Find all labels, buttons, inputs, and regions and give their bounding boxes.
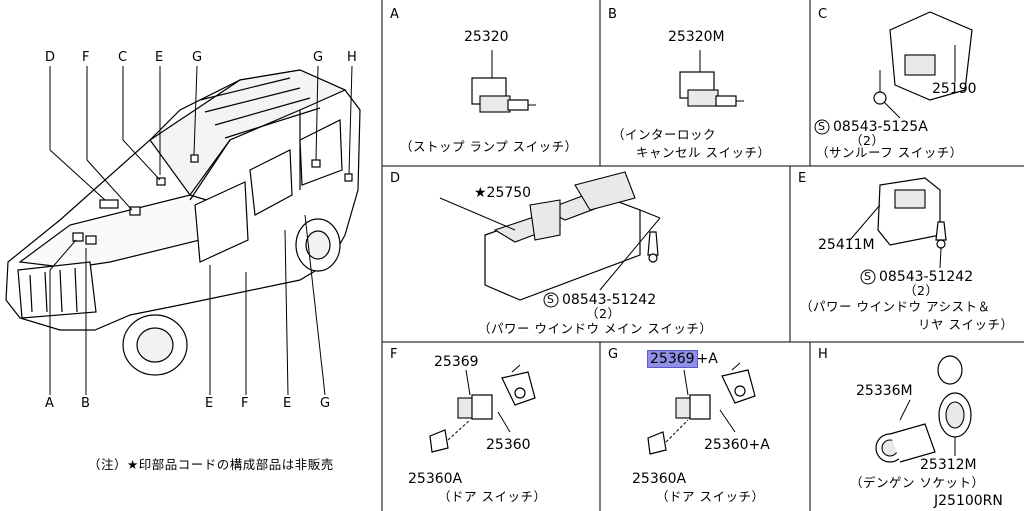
vehicle-callout-c: C	[118, 50, 128, 65]
vehicle-callout-e-bottom2: E	[283, 396, 292, 411]
panel-a-caption: （ストップ ランプ スイッチ）	[400, 139, 578, 154]
panel-d-part-number[interactable]: ★25750	[474, 185, 532, 201]
panel-e-caption-2: リヤ スイッチ）	[918, 317, 1014, 332]
bolt-symbols	[543, 119, 876, 308]
panel-g-highlighted-part[interactable]: 25369	[647, 350, 698, 368]
vehicle-callout-g: G	[192, 50, 203, 65]
panel-f-door-switch	[429, 364, 536, 453]
panel-f-part-number-3[interactable]: 25360A	[408, 471, 463, 487]
panel-e-caption-1: （パワー ウインドウ アシスト＆	[800, 299, 991, 314]
panel-f-part-number-2[interactable]: 25360	[486, 437, 531, 453]
vehicle-callout-g2: G	[313, 50, 324, 65]
panel-e-letter: E	[798, 171, 807, 186]
panel-b-caption-1: （インターロック	[612, 127, 717, 142]
panel-e-part-number[interactable]: 25411M	[818, 237, 875, 253]
panel-g-door-switch	[647, 362, 756, 455]
vehicle-illustration	[5, 69, 361, 376]
panel-c-switch	[873, 11, 973, 119]
panel-d-letter: D	[390, 171, 401, 186]
panel-c-part-number[interactable]: 25190	[932, 81, 977, 97]
panel-h-part-number-1[interactable]: 25336M	[856, 383, 913, 399]
panel-d-bolt-number[interactable]: 08543-51242	[562, 292, 657, 308]
panel-b-part-number[interactable]: 25320M	[668, 29, 725, 45]
panel-b-caption-2: キャンセル スイッチ）	[636, 145, 771, 160]
vehicle-callout-h: H	[347, 50, 357, 65]
panel-g-part-number-3[interactable]: 25360A	[632, 471, 687, 487]
panel-d-bolt-symbol: S	[547, 293, 554, 306]
vehicle-callout-a: A	[45, 396, 54, 411]
panel-g-part-number-2[interactable]: 25360+A	[704, 437, 770, 453]
panel-f-letter: F	[390, 347, 398, 362]
panel-c-bolt-number[interactable]: 08543-5125A	[833, 119, 928, 135]
panel-e-qty: （2）	[904, 283, 939, 298]
panel-g-caption: （ドア スイッチ）	[656, 489, 765, 504]
panel-h-power-socket	[875, 355, 972, 463]
panel-b-switch	[679, 50, 744, 107]
vehicle-callout-e-bottom: E	[205, 396, 214, 411]
panel-grid	[381, 0, 1024, 511]
panel-c-caption: （サンルーフ スイッチ）	[816, 145, 963, 160]
vehicle-callout-d: D	[45, 50, 56, 65]
panel-e-bolt-number[interactable]: 08543-51242	[879, 269, 974, 285]
panel-e-switch	[849, 177, 947, 269]
vehicle-callout-f-bottom: F	[241, 396, 249, 411]
panel-c-qty: （2）	[850, 133, 885, 148]
panel-a-part-number[interactable]: 25320	[464, 29, 509, 45]
panel-f-caption: （ドア スイッチ）	[438, 489, 547, 504]
panel-h-caption: （デンゲン ソケット）	[850, 475, 985, 490]
vehicle-callout-f: F	[82, 50, 90, 65]
panel-h-part-number-2[interactable]: 25312M	[920, 457, 977, 473]
vehicle-callout-g-bottom: G	[320, 396, 331, 411]
panel-a-letter: A	[390, 7, 399, 22]
panel-b-letter: B	[608, 7, 617, 22]
panel-g-part-suffix: +A	[696, 351, 718, 367]
vehicle-callout-b: B	[81, 396, 90, 411]
vehicle-callout-e: E	[155, 50, 164, 65]
footnote: （注）★印部品コードの構成部品は非販売	[88, 457, 334, 472]
panel-f-part-number-1[interactable]: 25369	[434, 354, 479, 370]
panel-h-letter: H	[818, 347, 828, 362]
panel-g-part-number-1[interactable]: 25369+A	[647, 350, 718, 368]
panel-a-switch	[471, 50, 536, 113]
panel-d-caption: （パワー ウインドウ メイン スイッチ）	[478, 321, 713, 336]
vehicle-leader-lines	[49, 65, 353, 396]
panel-c-letter: C	[818, 7, 828, 22]
panel-d-master-switch	[439, 171, 661, 301]
panel-e-bolt-symbol: S	[864, 270, 871, 283]
drawing-code: J25100RN	[934, 493, 1003, 509]
panel-g-letter: G	[608, 347, 619, 362]
panel-c-bolt-symbol: S	[818, 120, 825, 133]
panel-d-qty: （2）	[586, 306, 621, 321]
